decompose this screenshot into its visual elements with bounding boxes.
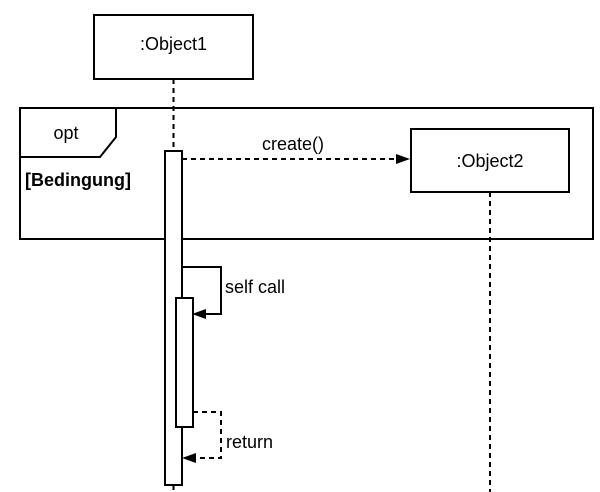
opt-fragment-guard-label: [Bedingung] — [25, 170, 131, 190]
object1-box — [93, 14, 254, 80]
opt-fragment-frame — [19, 107, 594, 240]
object2-label: :Object2 — [456, 151, 523, 171]
object2-box — [410, 128, 570, 193]
self-call-line — [181, 266, 222, 315]
return-message-label: return — [226, 432, 273, 452]
self-call-arrowhead — [192, 309, 206, 319]
return-message-arrowhead — [182, 453, 196, 463]
create-message-label: create() — [262, 134, 324, 154]
object1-nested-activation-bar — [175, 297, 194, 428]
return-message-line — [193, 411, 222, 459]
opt-fragment-operator-label: opt — [53, 123, 78, 143]
opt-fragment-pentagon — [20, 108, 117, 158]
create-message-arrowhead — [396, 154, 410, 164]
object1-label: :Object1 — [140, 34, 207, 54]
self-call-label: self call — [225, 277, 285, 297]
